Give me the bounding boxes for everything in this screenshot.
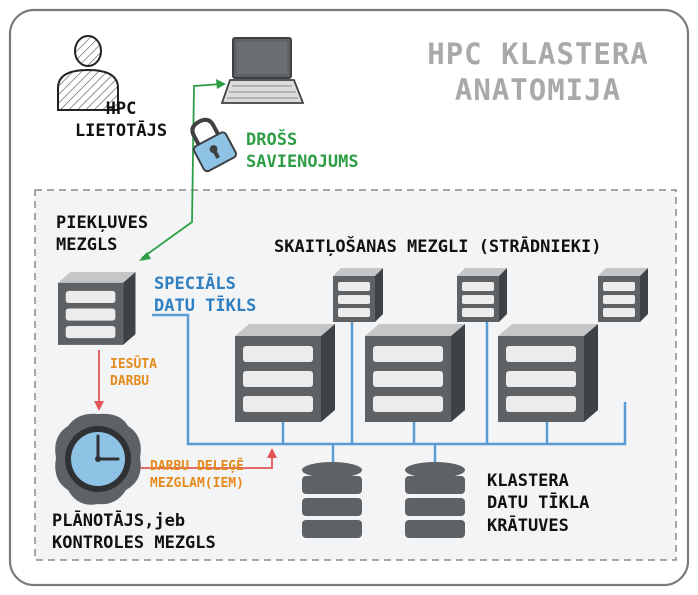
user-label: HPC LIETOTĀJS: [74, 99, 168, 142]
login-node-server: [58, 272, 136, 345]
scheduler-label: PLĀNOTĀJS,jeb KONTROLES MEZGLS: [52, 511, 216, 554]
compute-server-large-2: [365, 324, 465, 422]
database-icon-1: [302, 462, 362, 538]
submit-job-label: IESŪTA DARBU: [110, 357, 157, 390]
network-label: SPECIĀLS DATU TĪKLS: [154, 274, 257, 317]
clock-icon: [55, 413, 141, 505]
compute-nodes-label: SKAITĻOŠANAS MEZGLI (STRĀDNIEKI): [274, 237, 602, 257]
user-icon: [57, 35, 119, 111]
compute-server-large-1: [235, 324, 335, 422]
arrowhead-to-login: [139, 252, 151, 261]
lock-icon: [190, 117, 237, 173]
diagram-title: HPC KLASTERA ANATOMIJA: [427, 37, 649, 108]
data-network-lines: [152, 300, 627, 466]
storage-label: KLASTERA DATU TĪKLA KRĀTUVES: [487, 471, 590, 536]
arrowhead-to-laptop: [216, 79, 226, 89]
submit-job-arrow: [94, 350, 104, 411]
secure-connection-label: DROŠS SAVIENOJUMS: [246, 130, 359, 173]
delegate-label: DARBU DELEĢĒ MEZGLAM(IEM): [150, 459, 244, 492]
compute-server-small-3: [598, 268, 648, 322]
compute-server-large-3: [498, 324, 598, 422]
database-icon-2: [405, 462, 465, 538]
delegate-arrow: [136, 448, 277, 469]
secure-connection-arrow: [141, 83, 223, 259]
login-node-label: PIEKĻUVES MEZGLS: [56, 213, 149, 256]
compute-server-small-1: [333, 268, 383, 322]
laptop-icon: [220, 37, 305, 104]
compute-server-small-2: [457, 268, 507, 322]
